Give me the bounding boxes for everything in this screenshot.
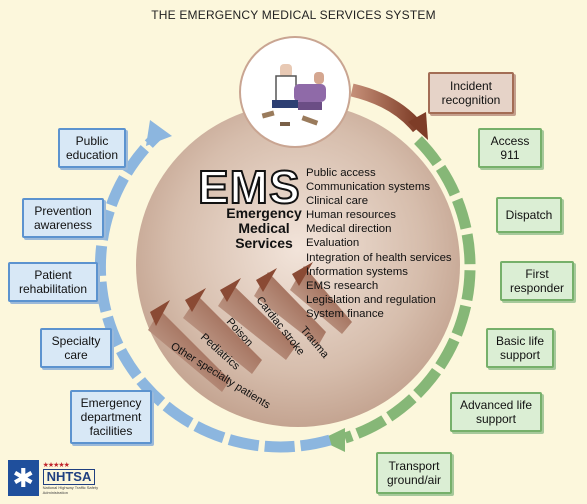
component-item: Clinical care — [306, 195, 369, 208]
incident-arrowhead — [408, 112, 428, 140]
component-item: System finance — [306, 307, 384, 320]
box-dispatch[interactable]: Dispatch — [496, 197, 562, 233]
component-item: Legislation and regulation — [306, 293, 436, 306]
component-item: Medical direction — [306, 223, 392, 236]
component-item: Communication systems — [306, 181, 431, 194]
box-access-911[interactable]: Access 911 — [478, 128, 542, 168]
box-patient-rehabilitation[interactable]: Patient rehabilitation — [8, 262, 98, 302]
box-public-education[interactable]: Public education — [58, 128, 126, 168]
star-of-life-icon: ✱ — [8, 460, 39, 496]
component-item: Information systems — [306, 265, 408, 278]
component-item: Integration of health services — [306, 251, 452, 264]
green-cycle-arrow — [343, 136, 476, 444]
blue-arrowhead — [146, 120, 172, 146]
component-item: Evaluation — [306, 237, 360, 250]
component-item: Human resources — [306, 209, 396, 222]
page-title: THE EMERGENCY MEDICAL SERVICES SYSTEM — [151, 8, 436, 22]
rescuer-illustration — [261, 64, 326, 126]
box-incident-recognition[interactable]: Incident recognition — [428, 72, 514, 114]
box-transport[interactable]: Transport ground/air — [376, 452, 452, 494]
component-item: EMS research — [306, 279, 379, 292]
nhtsa-stars-icon: ★★★★★ — [42, 462, 70, 469]
nhtsa-name: NHTSA — [42, 469, 96, 485]
nhtsa-tagline: National Highway Traffic Safety Administ… — [42, 485, 99, 495]
blue-cycle-arrow — [94, 130, 332, 453]
ems-components-list: Public access Communication systems Clin… — [306, 166, 452, 321]
box-prevention-awareness[interactable]: Prevention awareness — [22, 198, 104, 238]
footer-logos: ✱ ★★★★★ NHTSA National Highway Traffic S… — [8, 460, 112, 496]
box-advanced-life-support[interactable]: Advanced life support — [450, 392, 542, 432]
green-arrowhead — [320, 428, 345, 452]
box-emergency-department[interactable]: Emergency department facilities — [70, 390, 152, 444]
box-specialty-care[interactable]: Specialty care — [40, 328, 112, 368]
box-basic-life-support[interactable]: Basic life support — [486, 328, 554, 368]
box-first-responder[interactable]: First responder — [500, 261, 574, 301]
ems-subtitle: Emergency Medical Services — [226, 205, 302, 251]
patient-arrows — [148, 262, 352, 392]
nhtsa-logo: ★★★★★ NHTSA National Highway Traffic Saf… — [42, 461, 112, 495]
component-item: Public access — [306, 167, 376, 179]
ems-logo: EMS — [197, 160, 301, 214]
center-disc — [136, 103, 460, 427]
